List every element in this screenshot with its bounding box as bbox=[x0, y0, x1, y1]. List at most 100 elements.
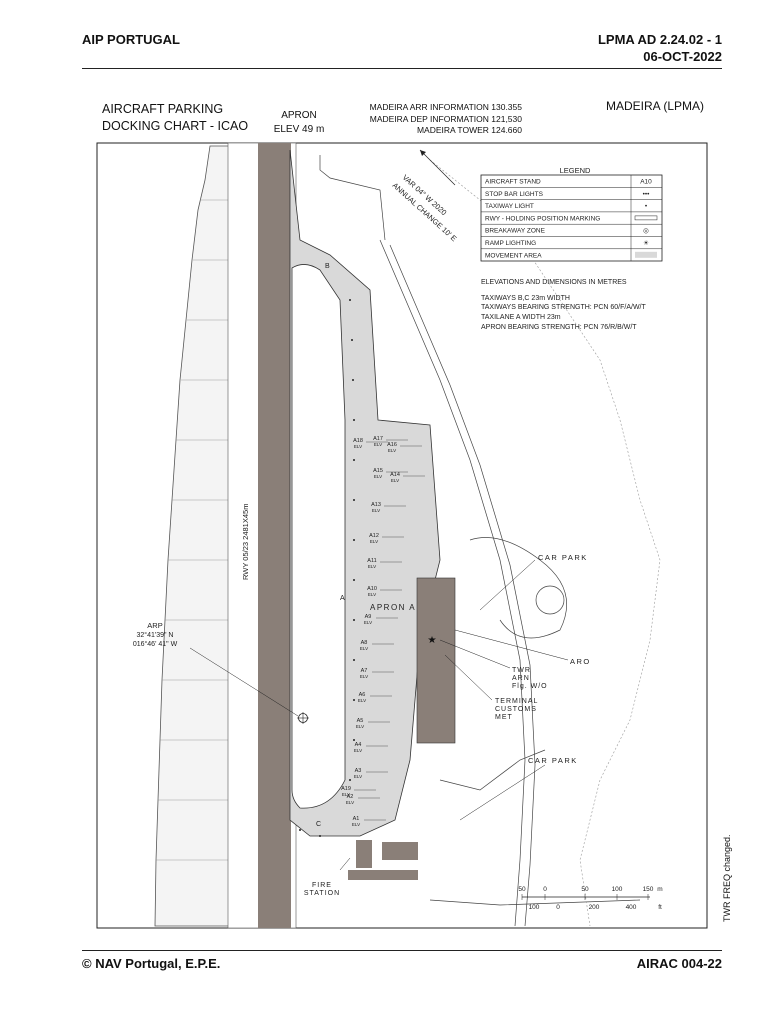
scale-metre-label: 150 bbox=[643, 886, 654, 893]
legend-row-symbol: ☀ bbox=[643, 239, 649, 247]
twr-label: TWR bbox=[512, 667, 531, 674]
legend-row-label: AIRCRAFT STAND bbox=[485, 179, 541, 186]
freq-tower: MADEIRA TOWER 124.660 bbox=[416, 125, 522, 135]
scale-feet-label: 400 bbox=[626, 904, 637, 911]
runway-label: RWY 05/23 2481X45m bbox=[241, 504, 250, 580]
stand-elev: ELV bbox=[354, 774, 362, 779]
legend-row-label: BREAKAWAY ZONE bbox=[485, 228, 546, 235]
note-apron-pcn: APRON BEARING STRENGTH: PCN 76/R/B/W/T bbox=[481, 324, 637, 331]
arp-leader-line bbox=[189, 647, 299, 717]
stand-id: A7 bbox=[361, 668, 368, 674]
chart-title-line1: AIRCRAFT PARKING bbox=[102, 102, 224, 116]
copyright: © NAV Portugal, E.P.E. bbox=[82, 956, 221, 971]
apron-label: APRON bbox=[281, 110, 317, 121]
taxiway-lights bbox=[299, 299, 355, 837]
stand-elev: ELV bbox=[354, 444, 362, 449]
chart-title: AIRCRAFT PARKING DOCKING CHART - ICAO bbox=[102, 101, 248, 135]
road-network bbox=[319, 155, 641, 927]
fire-station-building-3 bbox=[348, 870, 418, 880]
stand-id: A13 bbox=[371, 502, 381, 508]
stand-id: A1 bbox=[353, 816, 360, 822]
legend-row-label: RAMP LIGHTING bbox=[485, 240, 536, 247]
note-taxilane: TAXILANE A WIDTH 23m bbox=[481, 314, 561, 321]
arp-latitude: 32°41'39" N bbox=[137, 631, 174, 639]
scale-feet-label: 100 bbox=[529, 904, 540, 911]
stand-elev: ELV bbox=[356, 724, 364, 729]
stand-elev: ELV bbox=[391, 478, 399, 483]
scale-metre-label: 0 bbox=[543, 886, 547, 893]
scale-feet-label: ft bbox=[658, 904, 662, 911]
stand-elev: ELV bbox=[352, 822, 360, 827]
stand-id: A14 bbox=[390, 472, 400, 478]
legend-row-symbol: ◎ bbox=[643, 228, 649, 235]
fire-station-building-2 bbox=[382, 842, 418, 860]
terrain-hatch-lines bbox=[156, 199, 230, 861]
note-twy-width: TAXIWAYS B,C 23m WIDTH bbox=[481, 295, 570, 302]
fire-station-building bbox=[356, 840, 372, 868]
fire-label: FIRE bbox=[312, 882, 332, 889]
stand-id: A8 bbox=[361, 640, 368, 646]
stand-id: A19 bbox=[341, 786, 351, 792]
met-label: MET bbox=[495, 714, 513, 721]
arp-longitude: 016°46' 41" W bbox=[133, 640, 178, 648]
arn-label: ARN bbox=[512, 675, 530, 682]
stand-elev: ELV bbox=[368, 564, 376, 569]
airac-cycle: AIRAC 004-22 bbox=[636, 956, 722, 971]
grass-island bbox=[291, 264, 346, 809]
scale-metre-label: 100 bbox=[612, 886, 623, 893]
freq-dep-info: MADEIRA DEP INFORMATION 121,530 bbox=[369, 113, 522, 124]
stand-id: A15 bbox=[373, 468, 383, 474]
terrain-hatch bbox=[154, 145, 231, 927]
legend-row-label: MOVEMENT AREA bbox=[485, 252, 542, 259]
legend-row-label: TAXIWAY LIGHT bbox=[485, 203, 534, 210]
stand-elev: ELV bbox=[374, 442, 382, 447]
taxiway-a-label: A bbox=[340, 595, 345, 602]
stand-id: A17 bbox=[373, 436, 383, 442]
publication-title: AIP PORTUGAL bbox=[82, 32, 180, 47]
chart-title-line2: DOCKING CHART - ICAO bbox=[102, 119, 249, 133]
coastline bbox=[429, 159, 661, 927]
stand-id: A3 bbox=[355, 768, 362, 774]
legend-row-symbol: ••• bbox=[643, 191, 651, 198]
taxiway-c-label: C bbox=[316, 821, 321, 828]
apron-elevation: APRON ELEV 49 m bbox=[266, 109, 332, 137]
legend-row-label: RWY - HOLDING POSITION MARKING bbox=[485, 215, 600, 222]
stand-id: A6 bbox=[359, 692, 366, 698]
scale-metre-label: m bbox=[657, 886, 662, 893]
page-id: LPMA AD 2.24.02 - 1 bbox=[597, 32, 722, 47]
holding-marking-symbol bbox=[634, 215, 658, 221]
footer-divider bbox=[82, 950, 722, 951]
stand-elev: ELV bbox=[364, 620, 372, 625]
stand-elev: ELV bbox=[354, 748, 362, 753]
aerodrome-name: MADEIRA (LPMA) bbox=[606, 99, 705, 113]
stand-id: A9 bbox=[365, 614, 372, 620]
leader-lines bbox=[339, 559, 569, 871]
scale-feet-label: 0 bbox=[556, 904, 560, 911]
stand-elev: ELV bbox=[370, 539, 378, 544]
apron-a-label: APRON A bbox=[370, 603, 416, 612]
legend-row-symbol: A10 bbox=[640, 179, 652, 186]
car-park-2-label: CAR PARK bbox=[528, 756, 578, 765]
scale-metre-label: 50 bbox=[581, 886, 589, 893]
scale-metre-label: 50 bbox=[518, 886, 526, 893]
stand-elev: ELV bbox=[358, 698, 366, 703]
stand-id: A16 bbox=[387, 442, 397, 448]
terminal-building bbox=[416, 577, 456, 744]
note-twy-pcn: TAXIWAYS BEARING STRENGTH: PCN 60/F/A/W/… bbox=[481, 304, 647, 311]
stand-id: A12 bbox=[369, 533, 379, 539]
stand-elev: ELV bbox=[346, 800, 354, 805]
legend-row-label: STOP BAR LIGHTS bbox=[485, 191, 544, 198]
stand-elev: ELV bbox=[360, 646, 368, 651]
apron-elev-value: ELEV 49 m bbox=[273, 124, 325, 135]
movement-area-symbol bbox=[635, 251, 657, 258]
stand-elev: ELV bbox=[342, 792, 350, 797]
taxiway-b-label: B bbox=[325, 263, 330, 270]
stand-id: A11 bbox=[367, 558, 376, 564]
stand-elev: ELV bbox=[374, 474, 382, 479]
aro-label: ARO bbox=[570, 657, 591, 666]
freq-arr-info: MADEIRA ARR INFORMATION 130.355 bbox=[369, 102, 522, 112]
legend-title: LEGEND bbox=[560, 166, 591, 175]
